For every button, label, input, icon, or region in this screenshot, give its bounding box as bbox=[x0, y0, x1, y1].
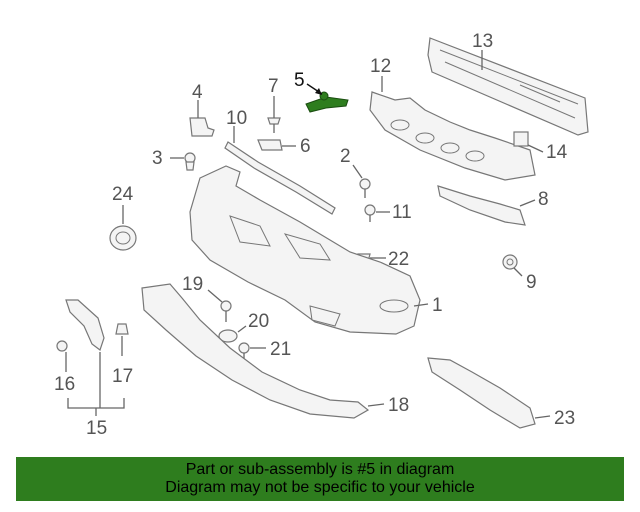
callout-7: 7 bbox=[268, 76, 279, 97]
callout-4: 4 bbox=[192, 82, 203, 103]
callout-20: 20 bbox=[248, 311, 269, 332]
part-1-bumper-cover[interactable] bbox=[189, 165, 429, 335]
callout-19: 19 bbox=[182, 274, 203, 295]
part-8-strip[interactable] bbox=[437, 185, 536, 226]
part-18-spoiler[interactable] bbox=[141, 283, 385, 419]
callout-12: 12 bbox=[370, 56, 391, 77]
callout-9: 9 bbox=[526, 272, 537, 293]
part-9-grommet[interactable] bbox=[502, 254, 523, 277]
callout-16: 16 bbox=[54, 374, 75, 395]
callout-1: 1 bbox=[432, 295, 443, 316]
part-5-bracket[interactable] bbox=[305, 83, 349, 113]
part-6-retainer[interactable] bbox=[257, 139, 296, 151]
part-15-bracket-assembly[interactable] bbox=[56, 299, 129, 416]
callout-13: 13 bbox=[472, 31, 493, 52]
callout-17: 17 bbox=[112, 366, 133, 387]
callout-18: 18 bbox=[388, 395, 409, 416]
callout-10: 10 bbox=[226, 108, 247, 129]
banner-line-1: Part or sub-assembly is #5 in diagram bbox=[185, 461, 455, 478]
callout-5: 5 bbox=[294, 70, 305, 91]
callout-21: 21 bbox=[270, 339, 291, 360]
info-banner: Part or sub-assembly is #5 in diagram Di… bbox=[16, 457, 624, 501]
callout-6: 6 bbox=[300, 136, 311, 157]
part-20-nut[interactable] bbox=[218, 325, 247, 343]
part-13-reinforcement[interactable] bbox=[427, 37, 589, 136]
callout-24: 24 bbox=[112, 184, 134, 205]
part-14-clip[interactable] bbox=[513, 131, 544, 153]
callout-23: 23 bbox=[554, 408, 575, 429]
part-19-bolt[interactable] bbox=[207, 289, 232, 322]
part-11-clip[interactable] bbox=[364, 204, 390, 222]
part-21-bolt[interactable] bbox=[238, 342, 266, 362]
part-2-bolt[interactable] bbox=[352, 164, 371, 198]
part-7-screw[interactable] bbox=[267, 96, 281, 133]
part-23-reinforcement[interactable] bbox=[427, 357, 551, 429]
callout-2: 2 bbox=[340, 146, 351, 167]
callout-8: 8 bbox=[538, 189, 549, 210]
callout-11: 11 bbox=[392, 202, 412, 223]
callout-14: 14 bbox=[546, 142, 568, 163]
callout-3: 3 bbox=[152, 148, 163, 169]
part-10-retainer[interactable] bbox=[224, 126, 336, 215]
callout-15: 15 bbox=[86, 418, 107, 439]
part-3-clip[interactable] bbox=[170, 152, 196, 171]
part-4-bracket[interactable] bbox=[189, 100, 215, 137]
part-12-absorber[interactable] bbox=[369, 76, 536, 181]
part-24-emblem[interactable] bbox=[109, 205, 137, 251]
banner-line-2: Diagram may not be specific to your vehi… bbox=[165, 479, 475, 496]
callout-22: 22 bbox=[388, 249, 409, 270]
